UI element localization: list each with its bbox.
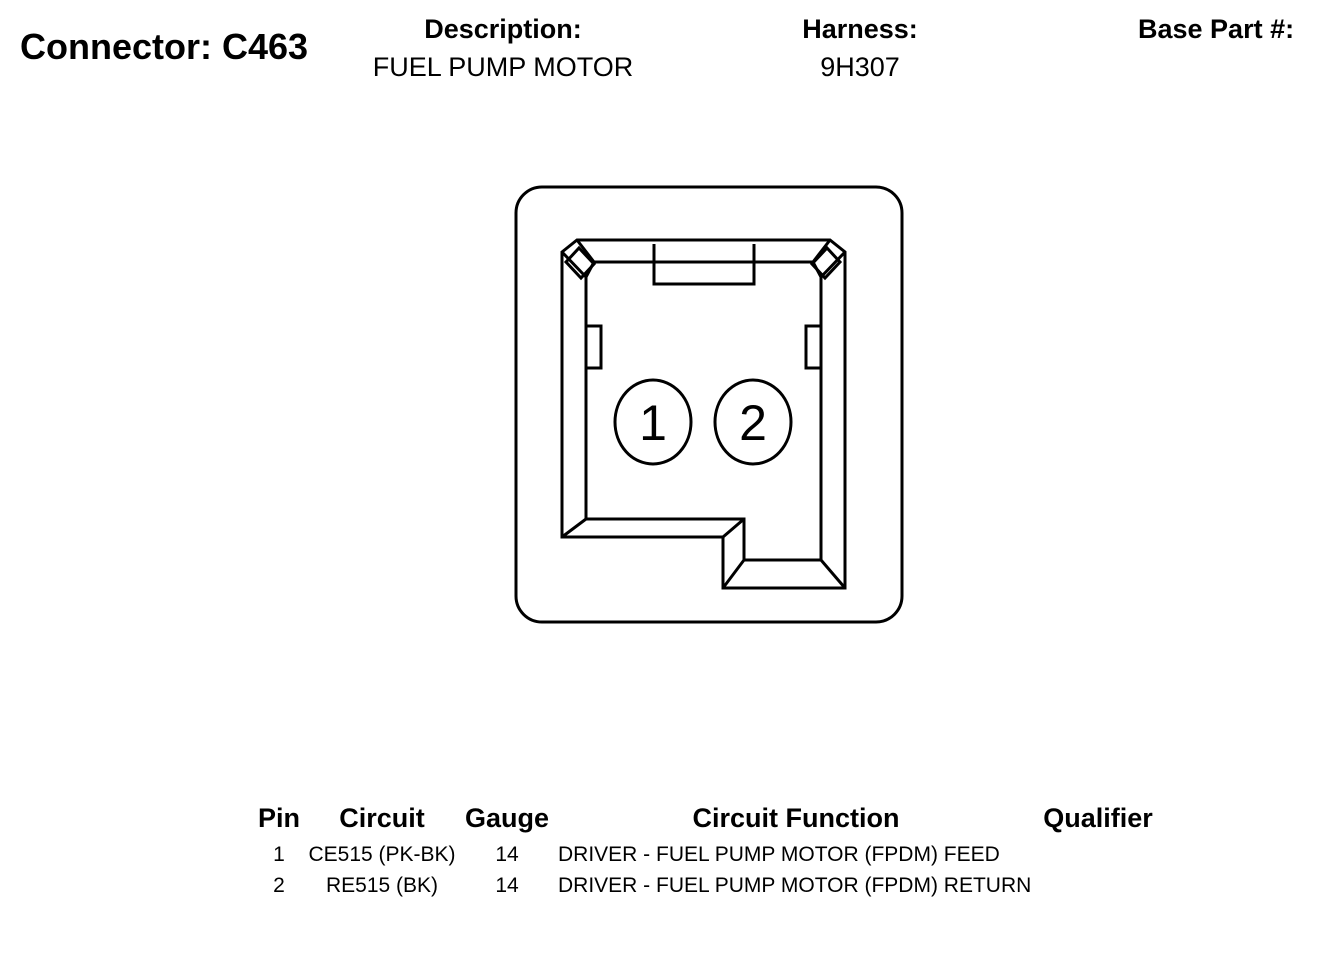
connector-label: Connector: <box>20 26 212 67</box>
connector-title: Connector: C463 <box>20 26 308 68</box>
pin-2-circle <box>713 378 793 466</box>
row-circuit: CE515 (PK-BK) <box>308 843 456 866</box>
row-circuit: RE515 (BK) <box>325 874 439 897</box>
column-header-circuit: Circuit <box>339 803 425 833</box>
row-gauge: 14 <box>495 843 519 866</box>
connector-housing <box>514 185 904 624</box>
row-function: DRIVER - FUEL PUMP MOTOR (FPDM) RETURN <box>558 874 1032 897</box>
pin-1-circle <box>613 378 693 466</box>
latch-key <box>652 244 756 286</box>
description-label: Description: <box>424 14 582 44</box>
cavity-outer-outline <box>560 238 847 590</box>
bevel-line <box>721 559 746 589</box>
corner-chamfer <box>809 245 843 281</box>
column-header-circuit-function: Circuit Function <box>692 803 900 833</box>
column-header-qualifier: Qualifier <box>1043 803 1153 833</box>
pin-2-number: 2 <box>739 395 767 451</box>
description-value: FUEL PUMP MOTOR <box>372 52 634 82</box>
corner-chamfer <box>563 245 597 281</box>
harness-value: 9H307 <box>820 52 900 82</box>
side-rib-right <box>804 324 823 370</box>
cavity-inner-outline <box>584 260 823 562</box>
column-header-gauge: Gauge <box>464 803 550 833</box>
row-pin: 1 <box>273 843 285 866</box>
connector-id: C463 <box>222 26 309 67</box>
side-rib-left <box>584 324 603 370</box>
bevel-line <box>560 250 588 279</box>
row-function: DRIVER - FUEL PUMP MOTOR (FPDM) FEED <box>558 843 1000 866</box>
row-pin: 2 <box>273 874 285 897</box>
pin-1-number: 1 <box>639 395 667 451</box>
bevel-line <box>722 517 745 539</box>
row-gauge: 14 <box>495 874 519 897</box>
bevel-line <box>561 517 587 539</box>
bevel-line <box>819 250 847 279</box>
bevel-line <box>575 239 596 263</box>
bevel-line <box>819 559 847 589</box>
base-part-label: Base Part #: <box>1138 14 1295 44</box>
harness-label: Harness: <box>802 14 918 44</box>
column-header-pin: Pin <box>257 803 301 833</box>
